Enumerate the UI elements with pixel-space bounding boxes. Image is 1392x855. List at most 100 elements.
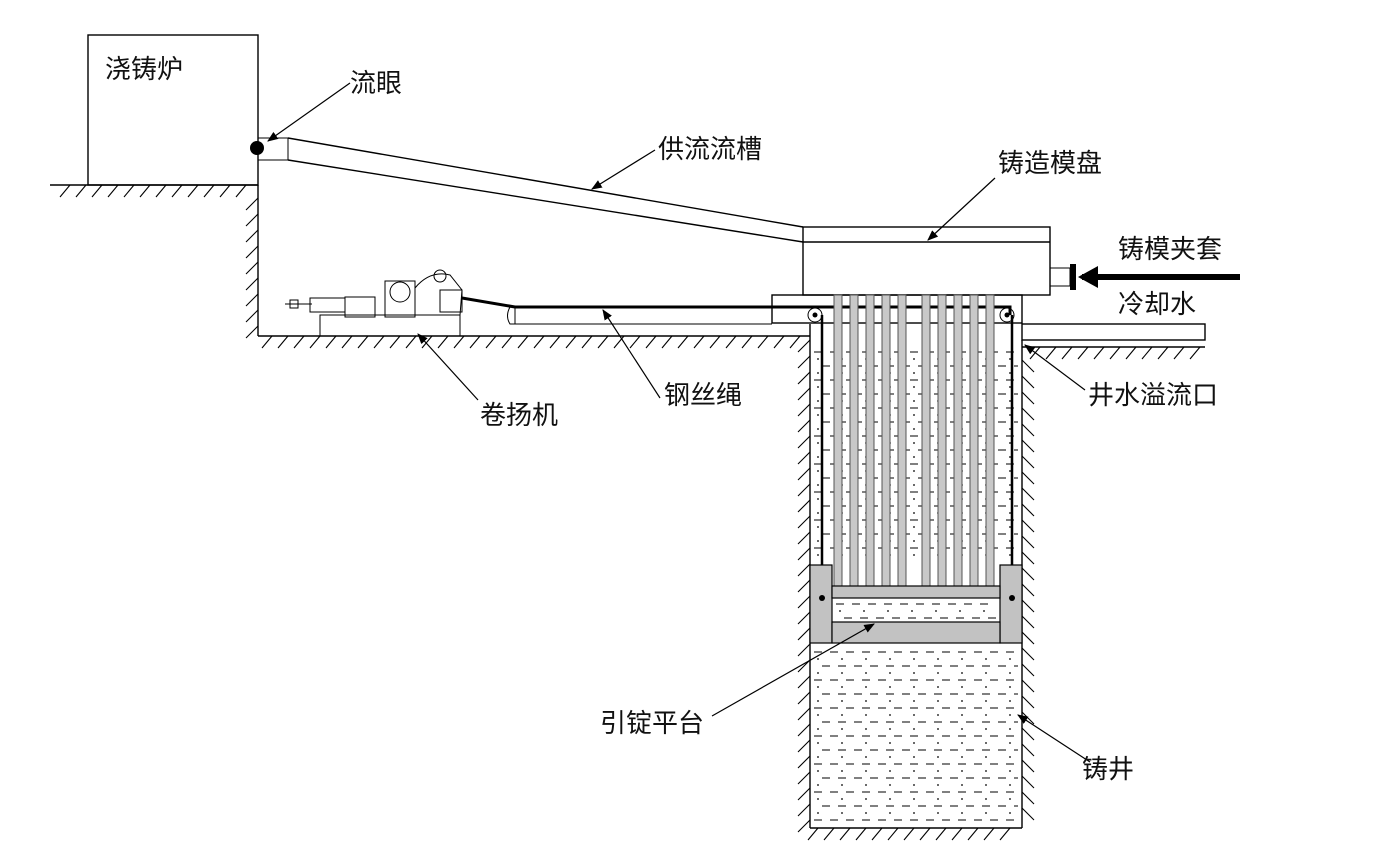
ground-lower bbox=[258, 335, 810, 349]
water-dot bbox=[961, 686, 963, 688]
water-dot bbox=[985, 658, 987, 660]
water-dot bbox=[863, 610, 865, 612]
water-dot bbox=[841, 784, 843, 786]
hatch-mark bbox=[797, 707, 811, 721]
hatch-mark bbox=[245, 245, 259, 259]
water-dot bbox=[937, 672, 939, 674]
water-dot bbox=[937, 714, 939, 716]
hatch-mark bbox=[919, 827, 931, 841]
water-dot bbox=[913, 770, 915, 772]
hatch-mark bbox=[797, 595, 811, 609]
hatch-mark bbox=[797, 547, 811, 561]
hatch-mark bbox=[245, 277, 259, 291]
hatch-mark bbox=[797, 467, 811, 481]
water-dot bbox=[985, 714, 987, 716]
water-dot bbox=[865, 812, 867, 814]
water-dot bbox=[1009, 498, 1011, 500]
water-dot bbox=[817, 400, 819, 402]
water-dot bbox=[961, 714, 963, 716]
water-dot bbox=[937, 700, 939, 702]
water-dot bbox=[961, 700, 963, 702]
ingot-rod bbox=[881, 294, 891, 587]
starting-platform-label: 引锭平台 bbox=[600, 709, 704, 739]
hatch-mark bbox=[245, 261, 259, 275]
hatch-mark bbox=[139, 184, 151, 198]
water-dot bbox=[865, 714, 867, 716]
hatch-mark bbox=[797, 339, 811, 353]
hatch-mark bbox=[999, 827, 1011, 841]
hatch-mark bbox=[245, 325, 259, 339]
water-dot bbox=[983, 610, 985, 612]
water-dot bbox=[1009, 400, 1011, 402]
hatch-mark bbox=[373, 335, 385, 349]
hatch-mark bbox=[1021, 791, 1035, 805]
hatch-mark bbox=[797, 819, 811, 833]
water-dot bbox=[1009, 770, 1011, 772]
water-dot bbox=[889, 798, 891, 800]
hatch-mark bbox=[1021, 535, 1035, 549]
hatch-mark bbox=[797, 691, 811, 705]
mold-jacket: 铸模夹套 冷却水 bbox=[1049, 235, 1240, 320]
water-dot bbox=[817, 512, 819, 514]
water-dot bbox=[913, 728, 915, 730]
hatch-mark bbox=[797, 723, 811, 737]
hatch-mark bbox=[807, 827, 819, 841]
water-dot bbox=[961, 812, 963, 814]
hatch-mark bbox=[293, 335, 305, 349]
hatch-mark bbox=[797, 355, 811, 369]
hatch-mark bbox=[797, 643, 811, 657]
water-dot bbox=[817, 554, 819, 556]
water-dot bbox=[913, 540, 915, 542]
hatch-mark bbox=[741, 335, 753, 349]
hatch-mark bbox=[325, 335, 337, 349]
hatch-mark bbox=[1021, 695, 1035, 709]
water-dot bbox=[1009, 742, 1011, 744]
wire-rope-label: 钢丝绳 bbox=[664, 381, 742, 411]
water-dot bbox=[841, 672, 843, 674]
hatch-mark bbox=[261, 335, 273, 349]
water-dot bbox=[985, 700, 987, 702]
water-dot bbox=[1009, 442, 1011, 444]
hatch-mark bbox=[797, 675, 811, 689]
hatch-mark bbox=[1021, 631, 1035, 645]
hatch-mark bbox=[661, 335, 673, 349]
hatch-mark bbox=[1021, 503, 1035, 517]
water-dot bbox=[841, 798, 843, 800]
water-dot bbox=[1009, 686, 1011, 688]
water-dot bbox=[961, 658, 963, 660]
starting-platform: 引锭平台 bbox=[600, 564, 1023, 739]
hatch-mark bbox=[983, 827, 995, 841]
hatch-mark bbox=[245, 213, 259, 227]
water-dot bbox=[913, 686, 915, 688]
water-dot bbox=[913, 784, 915, 786]
hatch-mark bbox=[797, 387, 811, 401]
hatch-mark bbox=[797, 419, 811, 433]
water-dot bbox=[817, 770, 819, 772]
water-dot bbox=[889, 784, 891, 786]
mold-jacket-label: 铸模夹套 bbox=[1118, 235, 1222, 265]
water-dot bbox=[817, 714, 819, 716]
hatch-mark bbox=[677, 335, 689, 349]
water-dot bbox=[889, 728, 891, 730]
hatch-mark bbox=[91, 184, 103, 198]
water-dot bbox=[913, 498, 915, 500]
water-dot bbox=[913, 414, 915, 416]
water-dot bbox=[817, 442, 819, 444]
water-dot bbox=[839, 610, 841, 612]
hatch-mark bbox=[533, 335, 545, 349]
water-dot bbox=[865, 798, 867, 800]
hatch-mark bbox=[1021, 359, 1035, 373]
hatch-mark bbox=[823, 827, 835, 841]
hatch-mark bbox=[773, 335, 785, 349]
water-dot bbox=[961, 770, 963, 772]
water-dot bbox=[913, 470, 915, 472]
water-dot bbox=[985, 784, 987, 786]
water-dot bbox=[865, 728, 867, 730]
water-dot bbox=[889, 658, 891, 660]
hatch-mark bbox=[797, 627, 811, 641]
hatch-mark bbox=[1045, 346, 1057, 360]
hatch-mark bbox=[1021, 551, 1035, 565]
tap-hole-label: 流眼 bbox=[350, 69, 402, 99]
hatch-mark bbox=[1125, 346, 1137, 360]
hatch-mark bbox=[1157, 346, 1169, 360]
